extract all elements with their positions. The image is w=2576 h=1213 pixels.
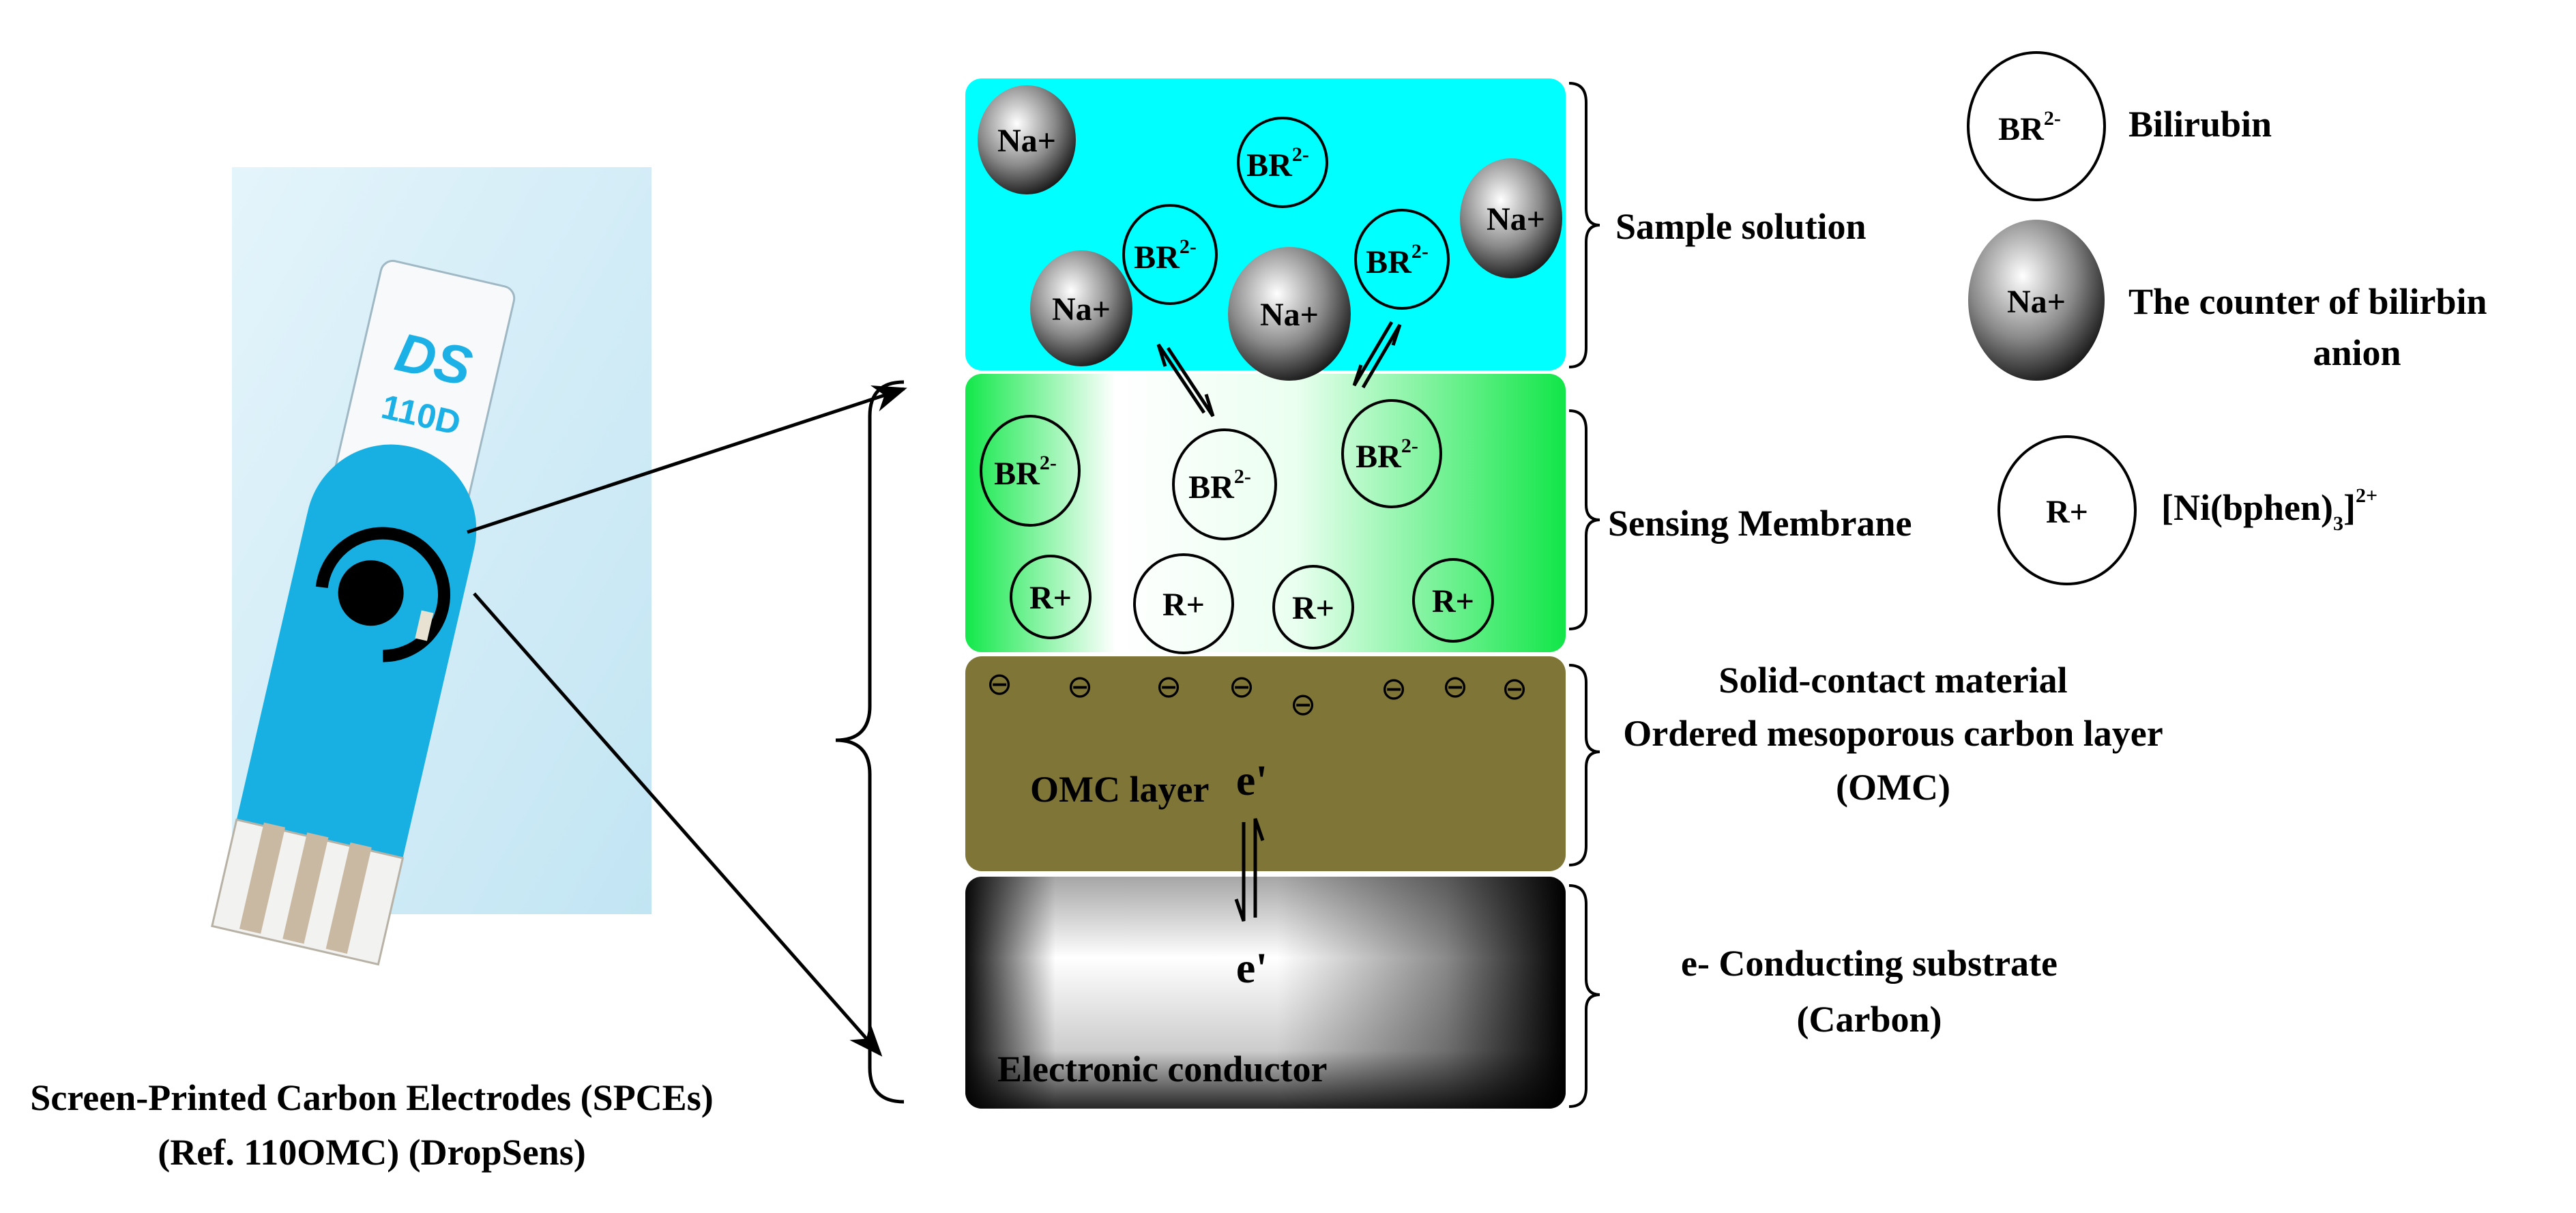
- legend-ionophore-label: [Ni(bphen)3]2+: [2161, 484, 2377, 535]
- electrode-caption-line2: (Ref. 110OMC) (DropSens): [158, 1132, 585, 1173]
- arrow-to-top-layers: [467, 385, 907, 534]
- svg-text:Na+: Na+: [1260, 297, 1319, 333]
- substrate-label-line2: (Carbon): [1797, 999, 1942, 1040]
- svg-text:R+: R+: [1162, 587, 1205, 623]
- contact-pad-1: [239, 822, 286, 934]
- brace-substrate: [1568, 884, 1600, 1108]
- membrane-r-ion-2: R+: [1133, 553, 1234, 654]
- working-electrode: [338, 560, 404, 626]
- negative-charge: ⊖: [1502, 670, 1528, 707]
- membrane-r-ion-4: R+: [1412, 558, 1494, 643]
- contact-pad-3: [325, 842, 372, 954]
- na-ion-2: Na+: [1460, 158, 1562, 278]
- arrow-to-substrate: [473, 592, 883, 1057]
- na-ion-3: Na+: [1030, 250, 1132, 366]
- svg-text:BR2-: BR2-: [1188, 465, 1251, 506]
- svg-text:BR2-: BR2-: [994, 452, 1057, 492]
- substrate-shade: [965, 877, 1566, 1109]
- svg-text:Na+: Na+: [1052, 291, 1111, 327]
- na-ion-4: Na+: [1228, 247, 1351, 381]
- membrane-br-ion-3: BR2-: [1341, 399, 1442, 508]
- sample-solution-label: Sample solution: [1615, 206, 1867, 247]
- na-ion-1: Na+: [978, 85, 1076, 194]
- legend-na-label-line1: The counter of bilirbin: [2128, 281, 2487, 322]
- svg-text:R+: R+: [2046, 494, 2088, 530]
- svg-text:R+: R+: [1432, 583, 1474, 619]
- brace-omc: [1568, 664, 1600, 866]
- strip-blue-lower: [235, 514, 473, 865]
- equilibrium-arrows-right: [1352, 321, 1402, 389]
- negative-charge: ⊖: [1381, 670, 1407, 707]
- svg-text:Na+: Na+: [1487, 201, 1545, 237]
- brace-sample: [1568, 82, 1600, 368]
- legend-ionophore: R+ [Ni(bphen)3]2+: [1997, 435, 2377, 585]
- counter-electrode-arc: [315, 527, 451, 662]
- negative-charge: ⊖: [1067, 668, 1094, 705]
- br-ion-2: BR2-: [1122, 204, 1218, 305]
- legend-br-circle: [1967, 51, 2106, 201]
- svg-text:BR2-: BR2-: [1998, 107, 2061, 147]
- electrode-photo: DS 110D: [211, 167, 652, 966]
- electron-transfer-arrows: [1234, 818, 1265, 922]
- sensing-membrane-layer: [965, 374, 1566, 652]
- omc-label-line3: (OMC): [1836, 767, 1950, 808]
- electron-substrate: e': [1236, 944, 1268, 992]
- substrate-label-line1: e- Conducting substrate: [1681, 943, 2058, 984]
- br-ion-3: BR2-: [1354, 209, 1450, 310]
- omc-label-line1: Solid-contact material: [1718, 660, 2067, 701]
- substrate-inner-label: Electronic conductor: [997, 1049, 1327, 1090]
- left-brace: [835, 380, 905, 1104]
- sensing-membrane-label: Sensing Membrane: [1608, 503, 1912, 544]
- svg-text:BR2-: BR2-: [1246, 143, 1309, 184]
- membrane-br-ion-1: BR2-: [980, 415, 1081, 527]
- negative-charge: ⊖: [1290, 686, 1317, 722]
- svg-text:R+: R+: [1292, 590, 1334, 626]
- negative-charge: ⊖: [1156, 668, 1182, 705]
- legend-r-circle: [1997, 435, 2137, 585]
- legend-bilirubin-label: Bilirubin: [2128, 104, 2272, 145]
- negative-charge: ⊖: [1229, 668, 1255, 705]
- membrane-r-ion-1: R+: [1010, 555, 1092, 639]
- br-ion-1: BR2-: [1237, 117, 1328, 208]
- equilibrium-arrows-left: [1156, 343, 1215, 418]
- svg-text:BR2-: BR2-: [1134, 235, 1197, 276]
- electrode-strip: DS 110D: [211, 259, 516, 966]
- membrane-br-ion-2: BR2-: [1172, 428, 1277, 540]
- legend-na-label-line2: anion: [2313, 332, 2401, 373]
- brace-membrane: [1568, 409, 1600, 630]
- negative-charges: ⊖ ⊖ ⊖ ⊖ ⊖ ⊖ ⊖ ⊖: [986, 665, 1528, 722]
- svg-text:Na+: Na+: [2007, 284, 2066, 320]
- electrode-caption-line1: Screen-Printed Carbon Electrodes (SPCEs): [30, 1077, 713, 1118]
- svg-text:R+: R+: [1029, 580, 1072, 616]
- membrane-r-ion-3: R+: [1272, 565, 1354, 649]
- svg-text:BR2-: BR2-: [1356, 435, 1418, 475]
- legend-na-sphere: [1968, 220, 2105, 381]
- legend-counter-ion: Na+ The counter of bilirbin anion: [1968, 220, 2487, 381]
- legend-bilirubin: BR2- Bilirubin: [1967, 51, 2272, 201]
- reference-electrode: [415, 610, 434, 641]
- omc-label-line2: Ordered mesoporous carbon layer: [1623, 713, 2163, 754]
- negative-charge: ⊖: [1442, 668, 1469, 705]
- contact-pad-2: [282, 832, 329, 944]
- omc-layer: [965, 656, 1566, 871]
- omc-inner-label: OMC layer: [1030, 769, 1209, 810]
- negative-charge: ⊖: [986, 665, 1013, 702]
- electron-omc: e': [1236, 756, 1268, 804]
- svg-text:Na+: Na+: [997, 123, 1056, 159]
- svg-text:BR2-: BR2-: [1366, 240, 1429, 280]
